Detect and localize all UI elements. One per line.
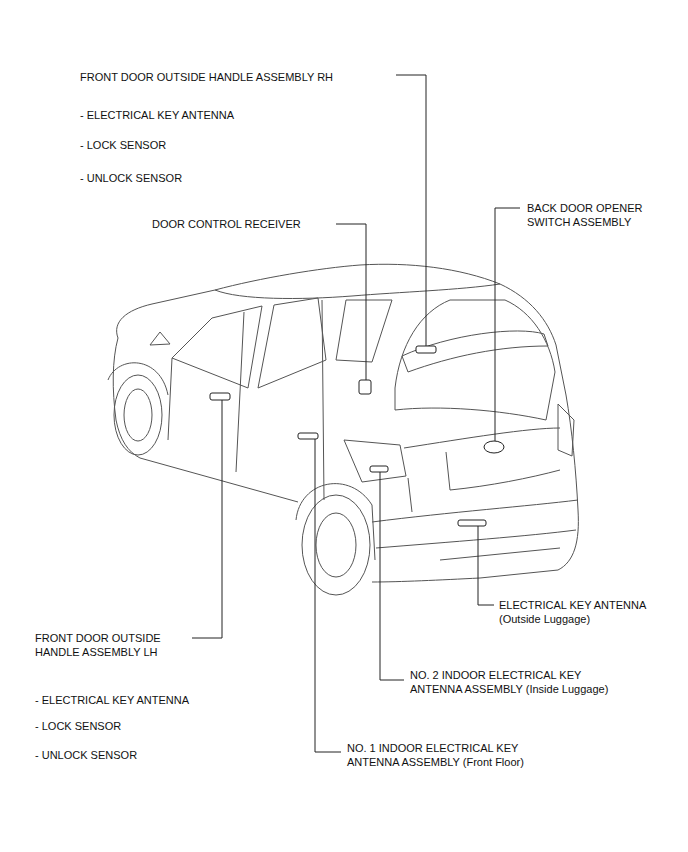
antenna xyxy=(458,520,486,526)
leader-line xyxy=(380,472,404,680)
part-label: FRONT DOOR OUTSIDE HANDLE ASSEMBLY RH xyxy=(80,70,333,84)
part-label: - LOCK SENSOR xyxy=(80,138,166,152)
part-label: - UNLOCK SENSOR xyxy=(35,748,137,762)
leader-line xyxy=(396,75,426,346)
door-handle xyxy=(416,346,436,353)
part-label: NO. 1 INDOOR ELECTRICAL KEY ANTENNA ASSE… xyxy=(347,741,526,769)
part-label: - ELECTRICAL KEY ANTENNA xyxy=(35,693,189,707)
antenna xyxy=(370,466,388,472)
switch xyxy=(484,441,504,453)
part-label: - ELECTRICAL KEY ANTENNA xyxy=(80,108,234,122)
leader-line xyxy=(478,526,494,605)
part-label: - LOCK SENSOR xyxy=(35,719,121,733)
leader-line xyxy=(192,400,222,638)
leader-line xyxy=(495,208,520,441)
part-label: - UNLOCK SENSOR xyxy=(80,171,182,185)
part-label: ELECTRICAL KEY ANTENNA (Outside Luggage) xyxy=(499,598,649,626)
part-label: BACK DOOR OPENER SWITCH ASSEMBLY xyxy=(527,201,645,229)
receiver xyxy=(359,380,371,394)
part-label: DOOR CONTROL RECEIVER xyxy=(152,217,301,231)
door-handle xyxy=(210,393,230,400)
leader-line xyxy=(336,224,366,380)
part-label: NO. 2 INDOOR ELECTRICAL KEY ANTENNA ASSE… xyxy=(410,668,611,696)
leader-line xyxy=(315,439,341,752)
antenna xyxy=(298,433,318,439)
part-label: FRONT DOOR OUTSIDE HANDLE ASSEMBLY LH xyxy=(35,631,163,659)
